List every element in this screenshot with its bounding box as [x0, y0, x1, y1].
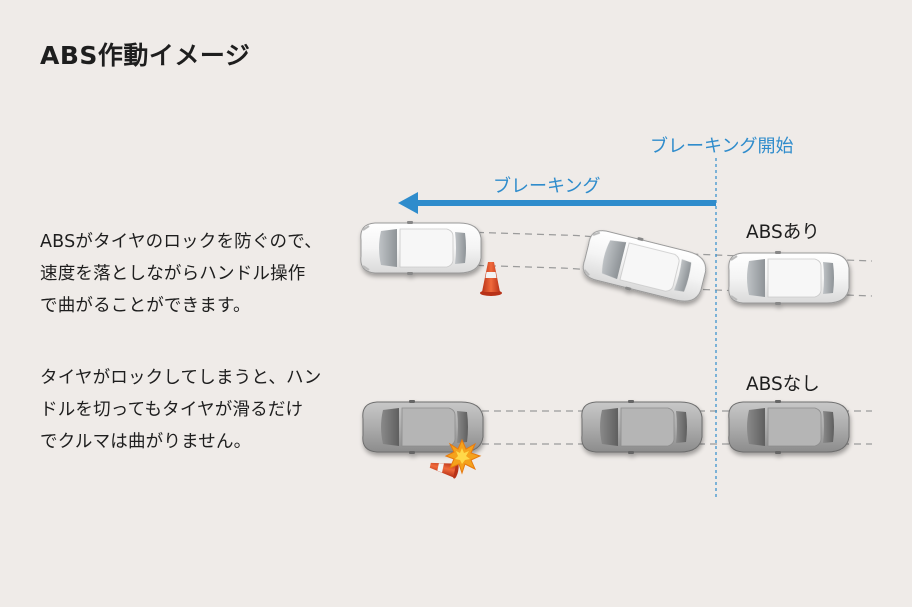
description-abs-on: ABSがタイヤのロックを防ぐので、 速度を落としながらハンドル操作 で曲がること…	[40, 226, 340, 322]
description-line: タイヤがロックしてしまうと、ハン	[40, 368, 322, 388]
braking-start-label: ブレーキング開始	[650, 136, 794, 157]
description-line: でクルマは曲がりません。	[40, 432, 252, 452]
description-line: ABSがタイヤのロックを防ぐので、	[40, 232, 322, 252]
car-icon	[728, 399, 850, 455]
abs-off-label: ABSなし	[746, 374, 820, 395]
traffic-cone-icon	[480, 262, 502, 296]
description-line: ドルを切ってもタイヤが滑るだけ	[40, 400, 304, 420]
braking-label: ブレーキング	[493, 176, 601, 197]
car-icon	[727, 250, 850, 306]
car-icon	[581, 399, 703, 455]
braking-arrow	[398, 192, 716, 214]
tire-tracks-abs-off	[470, 410, 872, 445]
traffic-cone-icon	[429, 462, 459, 479]
description-line: 速度を落としながらハンドル操作	[40, 264, 306, 284]
description-abs-off: タイヤがロックしてしまうと、ハン ドルを切ってもタイヤが滑るだけ でクルマは曲が…	[40, 362, 340, 458]
car-icon	[578, 224, 711, 309]
impact-burst-icon	[444, 438, 482, 475]
abs-on-label: ABSあり	[746, 222, 820, 243]
car-icon	[359, 220, 482, 276]
description-line: で曲がることができます。	[40, 296, 251, 316]
page-title: ABS作動イメージ	[40, 41, 251, 70]
